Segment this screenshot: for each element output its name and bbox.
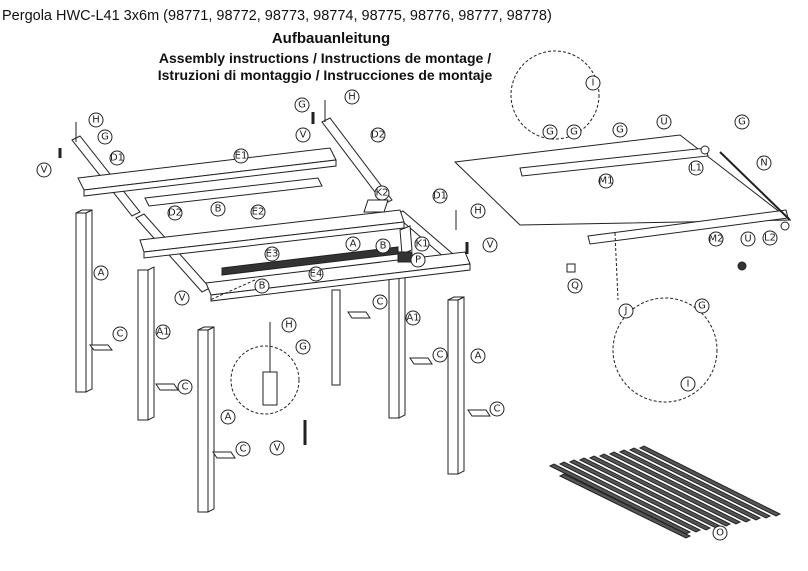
- drive-rod-n: [719, 151, 791, 221]
- label-i-2: I: [687, 379, 690, 390]
- label-d1-1: D1: [110, 153, 124, 164]
- label-u-2: U: [744, 234, 751, 245]
- fastener-q: [566, 263, 576, 273]
- foot-plate-c-6: [467, 409, 491, 417]
- label-g-6: G: [616, 125, 624, 136]
- label-b-3: B: [259, 281, 266, 292]
- label-g-3: G: [299, 342, 307, 353]
- label-j: J: [624, 306, 628, 317]
- label-h-4: H: [285, 320, 293, 331]
- beam-e2: [144, 177, 323, 207]
- detail-circle-bracket-i: [510, 50, 600, 140]
- side-beam-d2-rear: [321, 117, 393, 205]
- label-o: O: [716, 528, 724, 539]
- bracket-p: [397, 251, 413, 263]
- label-p: P: [415, 255, 421, 266]
- heading-assembly-it-es: Istruzioni di montaggio / Instrucciones …: [157, 67, 493, 83]
- label-v-4: V: [179, 293, 186, 304]
- heading-assembly-en-fr: Assembly instructions / Instructions de …: [158, 50, 492, 66]
- label-m1: M1: [599, 176, 614, 187]
- label-g-5: G: [570, 127, 578, 138]
- label-g-8: G: [698, 301, 706, 312]
- bracket-k1: [399, 225, 413, 255]
- post-rear-right: [447, 296, 465, 475]
- label-k1: K1: [416, 239, 429, 250]
- label-a-1: A: [350, 239, 357, 250]
- label-l1: L1: [690, 163, 702, 174]
- label-q: Q: [571, 281, 579, 292]
- label-a1-1: A1: [156, 327, 169, 338]
- label-c-4: C: [377, 297, 384, 308]
- label-d2-2: D2: [168, 208, 182, 219]
- foot-plate-c-5: [409, 357, 433, 365]
- label-a1-2: A1: [406, 313, 419, 324]
- label-h-1: H: [92, 115, 100, 126]
- label-c-5: C: [437, 350, 444, 361]
- product-title: Pergola HWC-L41 3x6m (98771, 98772, 9877…: [2, 8, 552, 24]
- label-i-1: I: [592, 78, 595, 89]
- label-v-3: V: [487, 240, 494, 251]
- detail-circle-bracket-j: [612, 297, 718, 403]
- label-m2: M2: [709, 234, 724, 245]
- cap-u-top: [700, 145, 710, 155]
- label-h-2: H: [348, 92, 356, 103]
- bracket-k2: [363, 199, 389, 213]
- label-g-7: G: [738, 117, 746, 128]
- label-a-4: A: [475, 351, 482, 362]
- label-l2: L2: [764, 233, 776, 244]
- post-rear-mid: [388, 268, 406, 419]
- label-e4: E4: [310, 269, 323, 280]
- label-d1-2: D1: [433, 191, 447, 202]
- label-n: N: [760, 158, 767, 169]
- label-a-3: A: [225, 412, 232, 423]
- label-g-2: G: [298, 100, 306, 111]
- foot-plate-c-1: [88, 344, 114, 351]
- foot-plate-c-4: [347, 311, 371, 319]
- label-g-1: G: [101, 132, 109, 143]
- label-k2: K2: [376, 188, 389, 199]
- label-b-1: B: [215, 204, 222, 215]
- louver-rail-m2: [587, 209, 789, 245]
- label-g-4: G: [546, 127, 554, 138]
- label-u-1: U: [660, 117, 667, 128]
- label-c-3: C: [240, 444, 247, 455]
- label-c-2: C: [182, 382, 189, 393]
- post-front-right: [197, 326, 215, 513]
- label-e3: E3: [266, 249, 279, 260]
- foot-plate-c-2: [155, 383, 179, 391]
- part-labels: H G V D1 G H V D2 E1 B E2 D2 K2 D1 H V A…: [36, 75, 778, 541]
- roof-frame: [453, 134, 792, 226]
- label-b-2: B: [380, 241, 387, 252]
- header: Pergola HWC-L41 3x6m (98771, 98772, 9877…: [0, 0, 808, 90]
- detail-circle-post-connection: [230, 345, 300, 415]
- label-d2-1: D2: [371, 130, 385, 141]
- label-c-6: C: [494, 404, 501, 415]
- louver-stack-o: [548, 445, 782, 539]
- post-rear-left: [331, 289, 341, 386]
- bracket-l2: [780, 221, 790, 231]
- label-e2: E2: [252, 207, 265, 218]
- label-h-3: H: [474, 206, 482, 217]
- label-v-2: V: [300, 130, 307, 141]
- label-a-2: A: [98, 268, 105, 279]
- post-front-left: [75, 209, 93, 393]
- louver-rail-m1: [519, 147, 709, 177]
- cap-u-bottom: [737, 261, 747, 271]
- post-front-mid: [137, 266, 155, 421]
- label-v-5: V: [274, 443, 281, 454]
- label-e1: E1: [235, 151, 248, 162]
- label-v-1: V: [41, 165, 48, 176]
- heading-assembly-de: Aufbauanleitung: [271, 30, 391, 47]
- label-c-1: C: [117, 329, 124, 340]
- foot-plate-c-3: [212, 451, 236, 459]
